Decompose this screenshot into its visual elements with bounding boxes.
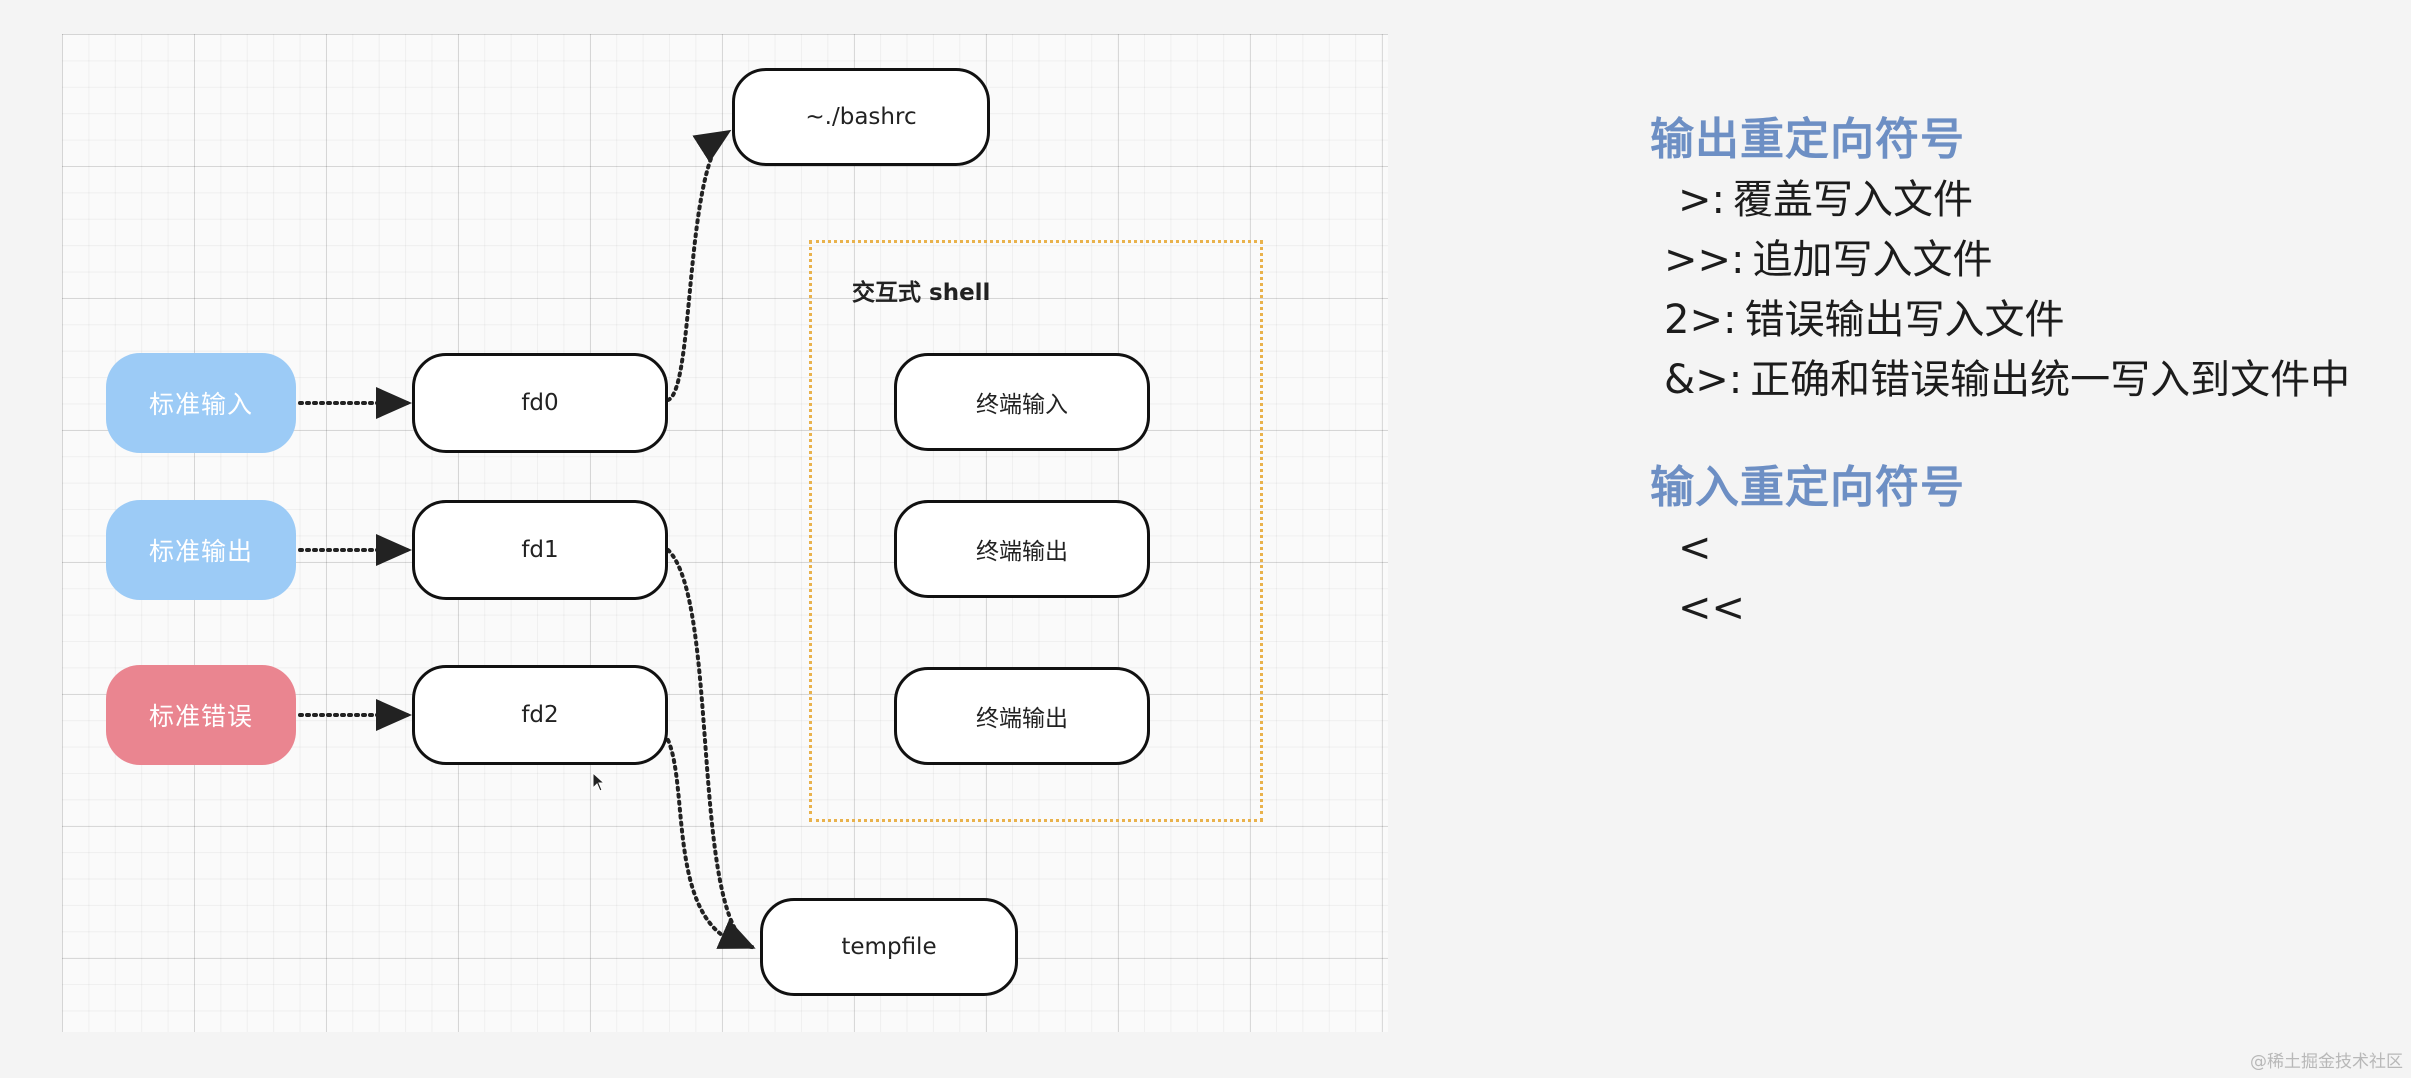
terminal-output-node-2: 终端输出 (894, 667, 1150, 765)
output-redirection-heading: 输出重定向符号 (1650, 114, 1965, 165)
stream-stdin-node: 标准输入 (106, 353, 296, 453)
output-rule-overwrite: >:覆盖写入文件 (1650, 170, 2410, 230)
redirection-notes-panel: 输出重定向符号 >:覆盖写入文件 >>:追加写入文件 2>:错误输出写入文件 &… (1650, 110, 2410, 638)
terminal-output-node: 终端输出 (894, 500, 1150, 598)
rule-operator: &>: (1664, 357, 1743, 403)
connector-fd1-tempfile (666, 548, 756, 949)
fd1-node: fd1 (412, 500, 668, 600)
output-rule-append: >>:追加写入文件 (1650, 230, 2410, 290)
fd2-node: fd2 (412, 665, 668, 765)
rule-description: 追加写入文件 (1752, 237, 1993, 283)
watermark: @稀土掘金技术社区 (2250, 1052, 2403, 1072)
input-redirection-heading: 输入重定向符号 (1650, 462, 1965, 513)
connector-fd0-bashrc (666, 129, 732, 402)
input-rule-heredoc: << (1678, 585, 1746, 631)
output-rule-stderr: 2>:错误输出写入文件 (1650, 290, 2410, 350)
output-rule-both: &>:正确和错误输出统一写入到文件中 (1650, 350, 2410, 410)
rule-description: 覆盖写入文件 (1733, 177, 1973, 223)
mouse-pointer-icon (592, 772, 606, 792)
connector-fd2-tempfile (666, 738, 754, 949)
fd0-node: fd0 (412, 353, 668, 453)
stream-stdout-node: 标准输出 (106, 500, 296, 600)
terminal-input-node: 终端输入 (894, 353, 1150, 451)
diagram-grid-background (62, 34, 1388, 1032)
tempfile-node: tempfile (760, 898, 1018, 996)
input-rule-single: < (1678, 525, 1712, 571)
interactive-shell-group: 交互式 shell (809, 240, 1263, 822)
rule-operator: >: (1678, 177, 1725, 223)
bashrc-node: ~./bashrc (732, 68, 990, 166)
rule-description: 正确和错误输出统一写入到文件中 (1750, 357, 2351, 403)
stream-stderr-node: 标准错误 (106, 665, 296, 765)
rule-description: 错误输出写入文件 (1744, 297, 2065, 343)
interactive-shell-title: 交互式 shell (852, 280, 991, 306)
rule-operator: >>: (1664, 237, 1745, 283)
rule-operator: 2>: (1664, 297, 1737, 343)
